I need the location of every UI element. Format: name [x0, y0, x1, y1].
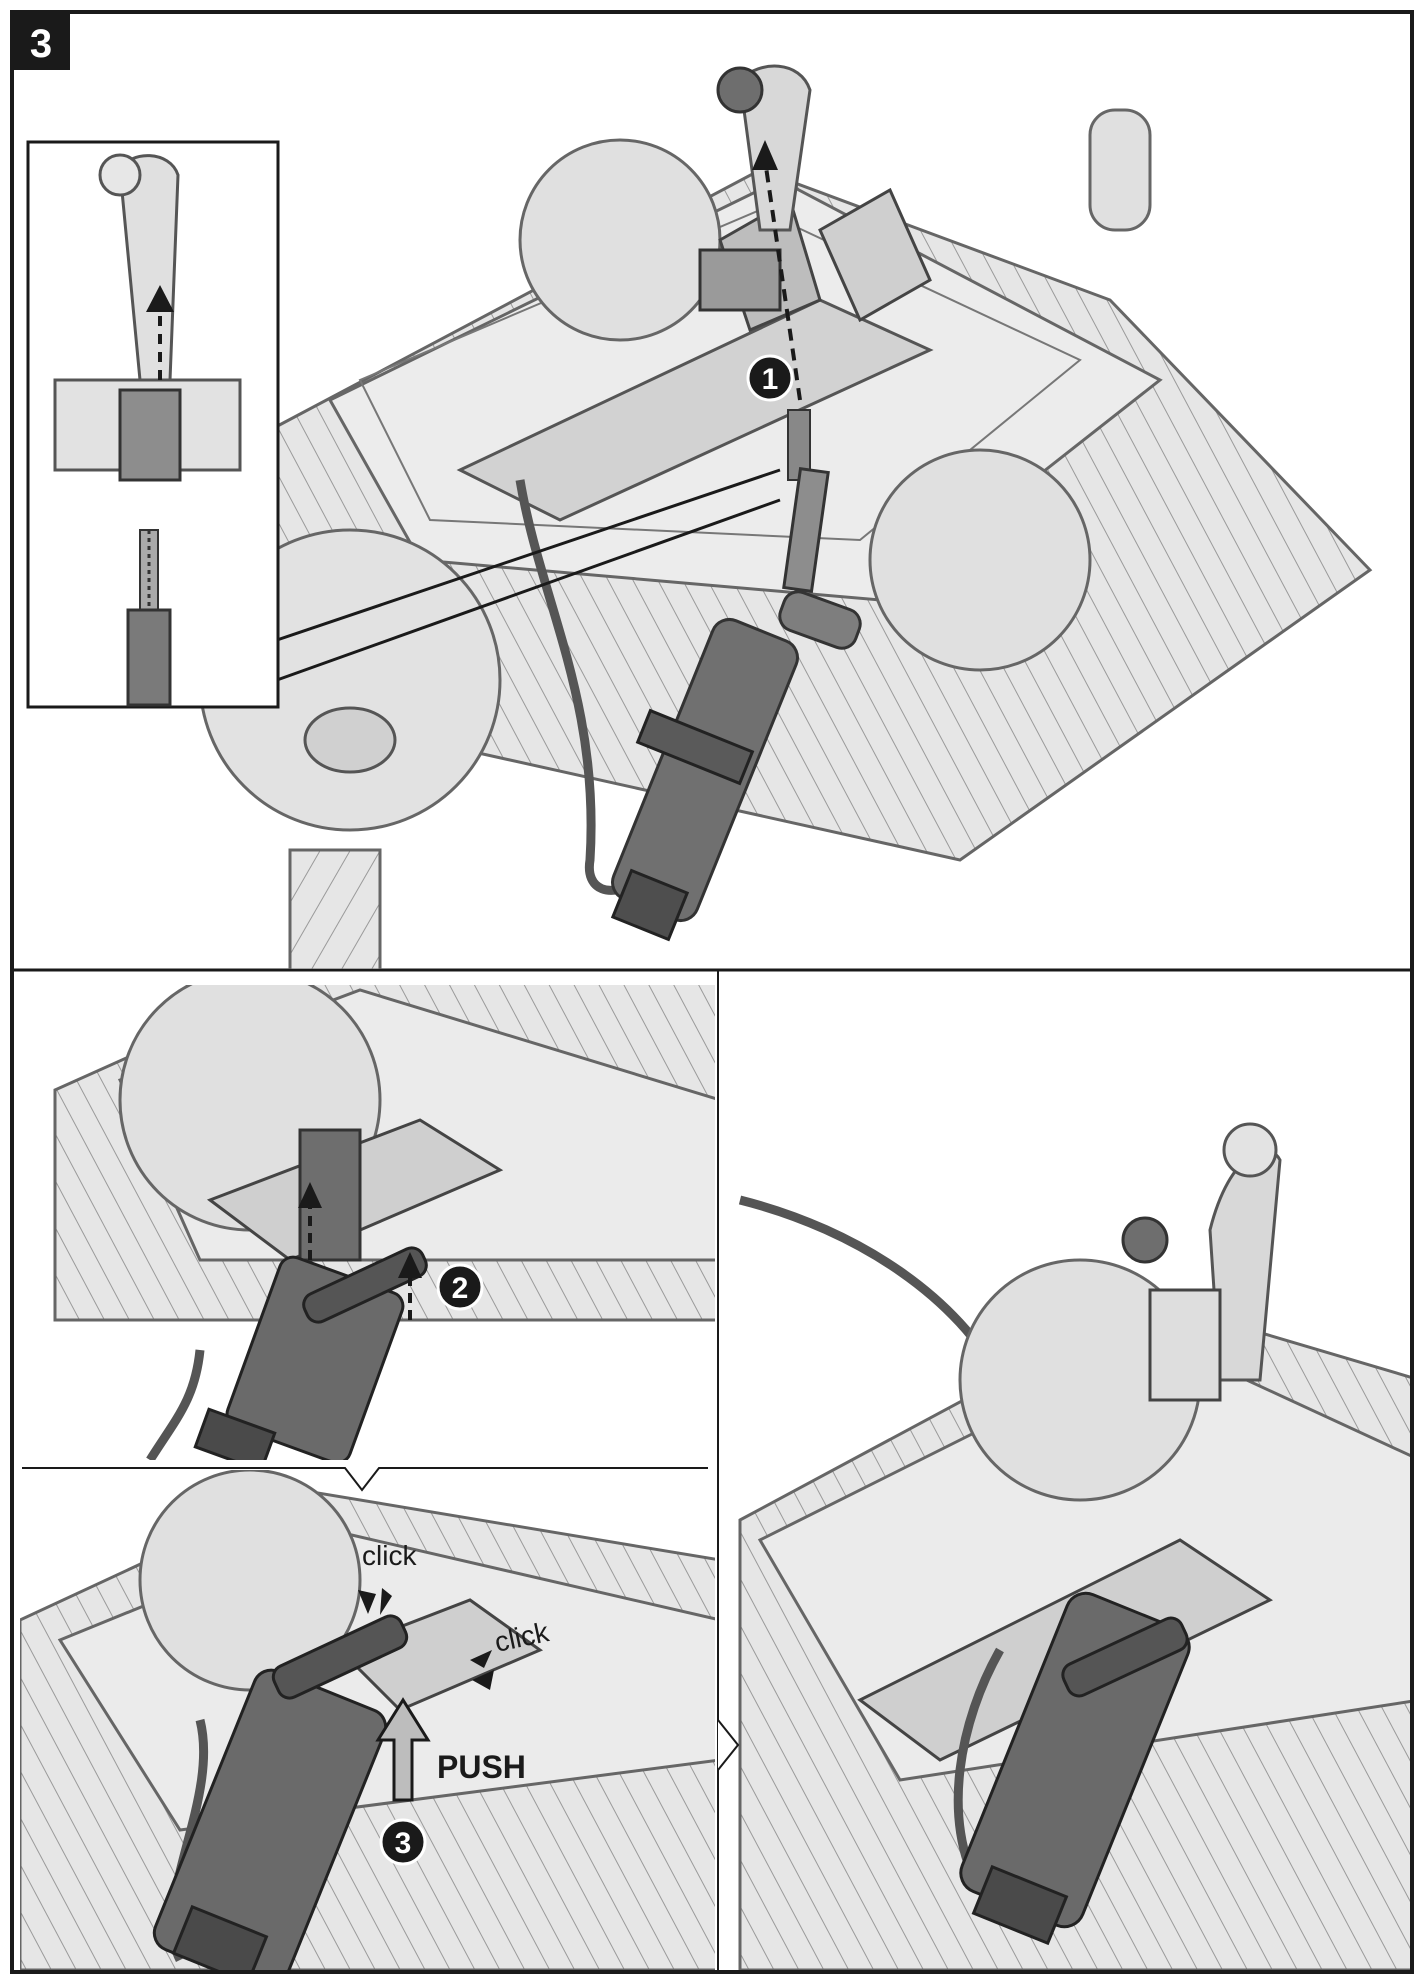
arrow-up-inset-icon: [146, 285, 174, 312]
arrow-up-2b-icon: [398, 1252, 422, 1278]
push-label: PUSH: [437, 1749, 526, 1785]
chassis-top: [198, 64, 1373, 969]
click-label-top: click: [362, 1540, 417, 1571]
guide-line-1: [763, 159, 802, 401]
outer-frame: [10, 10, 1414, 1974]
marker-2-label: 2: [452, 1272, 469, 1305]
zoom-line-upper: [276, 468, 781, 642]
marker-2: 2: [436, 1263, 484, 1311]
detail-inset: [26, 140, 280, 709]
bottom-right-image: [738, 1122, 1410, 1970]
sub-step-separator: [22, 1467, 708, 1492]
arrow-up-1-icon: [752, 140, 778, 170]
marker-3: 3: [379, 1818, 427, 1866]
marker-3-label: 3: [395, 1827, 412, 1860]
marker-1-label: 1: [762, 363, 779, 396]
bottom-left-lower-image: [20, 1470, 715, 1970]
result-pointer: [717, 1719, 740, 1771]
click-indicator-top: click: [358, 1540, 417, 1615]
bottom-left-upper-image: [53, 985, 715, 1460]
arrow-up-2a-icon: [298, 1182, 322, 1208]
step-number: 3: [30, 22, 52, 66]
motor-cable-top: [515, 479, 643, 895]
zoom-line-lower: [276, 498, 781, 682]
step-badge: 3: [12, 12, 70, 70]
top-panel: [198, 64, 1373, 969]
motor-assembly-top: [610, 409, 862, 942]
push-arrow-icon: [375, 1697, 431, 1802]
marker-1: 1: [746, 354, 794, 402]
